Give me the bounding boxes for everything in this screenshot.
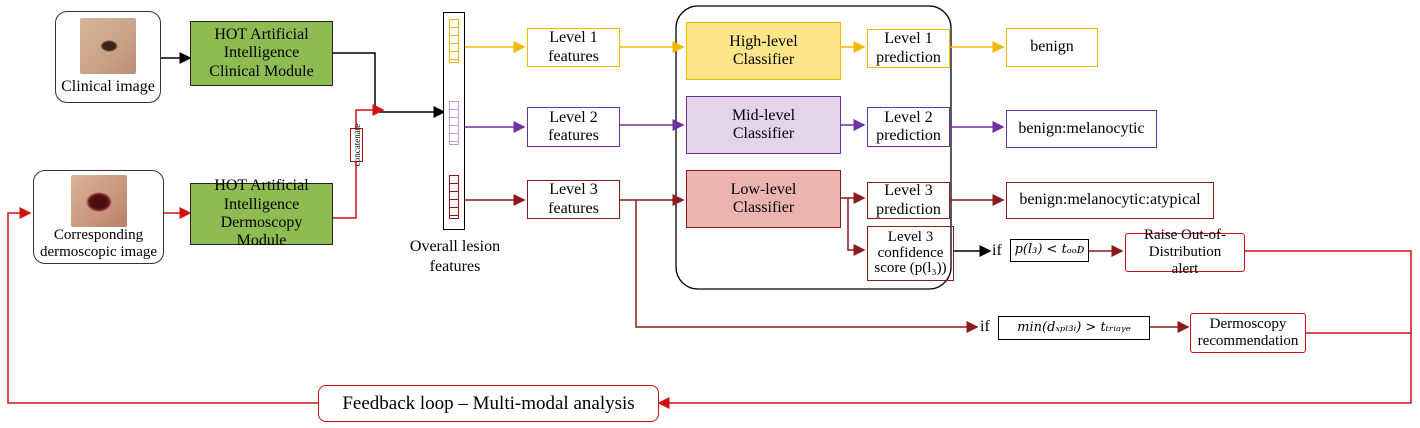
level2-features-box: Level 2 features	[527, 107, 620, 147]
feedback-loop-box: Feedback loop – Multi-modal analysis	[318, 385, 659, 422]
triage-if-label: if	[980, 318, 990, 335]
level3-features-box: Level 3 features	[527, 180, 620, 219]
edge-clinical-module-to-features	[333, 52, 446, 118]
triage-condition: min(dₓₚₗ₃ᵢ) > tₜᵣᵢₐᵧₑ	[998, 316, 1150, 340]
clinical-image-card: Clinical image	[55, 11, 161, 103]
mid-level-classifier: Mid-level Classifier	[686, 96, 841, 154]
clinical-module: HOT Artificial Intelligence Clinical Mod…	[190, 21, 333, 86]
clinical-image-thumbnail	[80, 18, 136, 74]
overall-features-vector	[443, 12, 465, 230]
dermoscopic-image-thumbnail	[70, 175, 127, 227]
ood-condition: p(l₃) < tₒₒᴅ	[1010, 239, 1089, 262]
edge-concat-up	[355, 104, 385, 128]
dermoscopic-image-label: Corresponding dermoscopic image	[39, 227, 158, 260]
edge-low-to-confidence	[847, 198, 866, 256]
edge-dermoscopy-module-to-concat	[333, 162, 357, 219]
ood-if-label: if	[992, 242, 1002, 259]
level2-feature-cells	[449, 101, 459, 145]
level1-feature-cells	[449, 19, 459, 63]
high-level-classifier: High-level Classifier	[686, 22, 841, 80]
level3-prediction-box: Level 3 prediction	[867, 182, 950, 219]
low-level-classifier: Low-level Classifier	[686, 170, 841, 228]
clinical-image-label: Clinical image	[61, 78, 155, 95]
concatenate-block: concatenate	[350, 124, 363, 166]
level2-prediction-box: Level 2 prediction	[867, 107, 950, 147]
level2-output-box: benign:melanocytic	[1006, 110, 1157, 148]
level3-feature-cells	[449, 175, 459, 219]
dermoscopic-image-card: Corresponding dermoscopic image	[33, 170, 164, 264]
dermoscopy-recommendation-box: Dermoscopy recommendation	[1190, 313, 1306, 353]
level1-prediction-box: Level 1 prediction	[867, 29, 950, 68]
level1-output-box: benign	[1006, 28, 1098, 67]
level1-features-box: Level 1 features	[527, 28, 620, 67]
level3-confidence-box: Level 3 confidence score (p(l₃))	[867, 226, 954, 281]
edge-ood-alert-to-feedback	[657, 250, 1412, 409]
level3-output-box: benign:melanocytic:atypical	[1006, 182, 1214, 219]
dermoscopy-module: HOT Artificial Intelligence Dermoscopy M…	[190, 177, 333, 249]
ood-alert-box: Raise Out-of-Distribution alert	[1125, 227, 1245, 277]
classifier-group-frame	[675, 5, 952, 290]
edge-l3feat-to-triage	[635, 200, 979, 333]
edge-feedback-to-dermoscopic	[7, 207, 318, 404]
concatenate-label: concatenate	[351, 123, 362, 167]
overall-features-label: Overall lesion features	[409, 238, 501, 275]
